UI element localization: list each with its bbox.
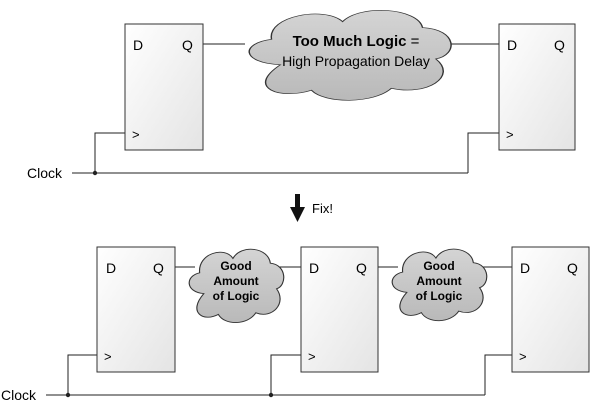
top-ff2-d-label: D bbox=[507, 37, 517, 53]
bottom-clock-branch-1 bbox=[67, 354, 97, 395]
bottom-cloud1-line3: of Logic bbox=[213, 289, 260, 303]
bottom-cloud1-line1: Good bbox=[220, 259, 251, 273]
bottom-cloud2-line2: Amount bbox=[416, 274, 461, 288]
bottom-clock-branch-2 bbox=[270, 354, 301, 395]
bottom-section: D Q > Good Amount of Logic D Q > Good Am… bbox=[1, 246, 590, 403]
bottom-ff1-clock-symbol: > bbox=[104, 349, 112, 364]
top-clock-branch-2 bbox=[467, 132, 499, 173]
bottom-cloud2-line3: of Logic bbox=[416, 289, 463, 303]
top-ff2-box bbox=[498, 23, 576, 151]
bottom-clock-junction-2 bbox=[268, 392, 274, 398]
fix-label: Fix! bbox=[312, 201, 333, 216]
bottom-ff2-box bbox=[300, 246, 379, 373]
bottom-ff2-clock-symbol: > bbox=[308, 349, 316, 364]
bottom-flip-flop-1: D Q > bbox=[96, 246, 176, 373]
top-logic-cloud: Too Much Logic = High Propagation Delay bbox=[249, 10, 451, 100]
bottom-flip-flop-3: D Q > bbox=[511, 246, 590, 373]
bottom-ff3-clock-symbol: > bbox=[519, 349, 527, 364]
top-ff1-clock-symbol: > bbox=[132, 127, 140, 142]
top-cloud-subtitle: High Propagation Delay bbox=[282, 53, 430, 69]
bottom-clock-label: Clock bbox=[1, 387, 37, 403]
top-ff1-d-label: D bbox=[133, 37, 143, 53]
bottom-ff1-box bbox=[96, 246, 176, 373]
top-clock-label: Clock bbox=[27, 165, 63, 181]
top-section: D Q > Too Much Logic = High Propagation … bbox=[27, 10, 576, 181]
top-flip-flop-2: D Q > bbox=[498, 23, 576, 151]
bottom-ff2-d-label: D bbox=[309, 260, 319, 276]
top-ff2-q-label: Q bbox=[554, 37, 565, 53]
bottom-cloud2-line1: Good bbox=[423, 259, 454, 273]
bottom-cloud1-line2: Amount bbox=[213, 274, 258, 288]
top-ff2-clock-symbol: > bbox=[506, 127, 514, 142]
top-ff1-box bbox=[124, 23, 204, 151]
fix-arrow-shaft bbox=[295, 194, 300, 208]
bottom-clock-junction-1 bbox=[65, 392, 71, 398]
bottom-logic-cloud-2: Good Amount of Logic bbox=[392, 249, 487, 321]
top-cloud-equals: = bbox=[406, 33, 419, 50]
bottom-ff3-d-label: D bbox=[520, 260, 530, 276]
bottom-flip-flop-2: D Q > bbox=[300, 246, 379, 373]
bottom-ff2-q-label: Q bbox=[356, 260, 367, 276]
top-clock-junction bbox=[92, 170, 98, 176]
top-flip-flop-1: D Q > bbox=[124, 23, 204, 151]
bottom-ff1-d-label: D bbox=[106, 260, 116, 276]
top-cloud-title: Too Much Logic = bbox=[293, 33, 420, 50]
top-clock-branch-1 bbox=[94, 132, 125, 173]
top-ff1-q-label: Q bbox=[182, 37, 193, 53]
fix-arrow-head bbox=[290, 207, 305, 222]
top-cloud-title-bold: Too Much Logic bbox=[293, 33, 407, 50]
bottom-ff1-q-label: Q bbox=[153, 260, 164, 276]
bottom-clock-branch-3 bbox=[484, 354, 512, 395]
bottom-ff3-box bbox=[511, 246, 590, 373]
bottom-ff3-q-label: Q bbox=[567, 260, 578, 276]
fix-arrow: Fix! bbox=[290, 194, 333, 222]
bottom-logic-cloud-1: Good Amount of Logic bbox=[189, 249, 284, 322]
